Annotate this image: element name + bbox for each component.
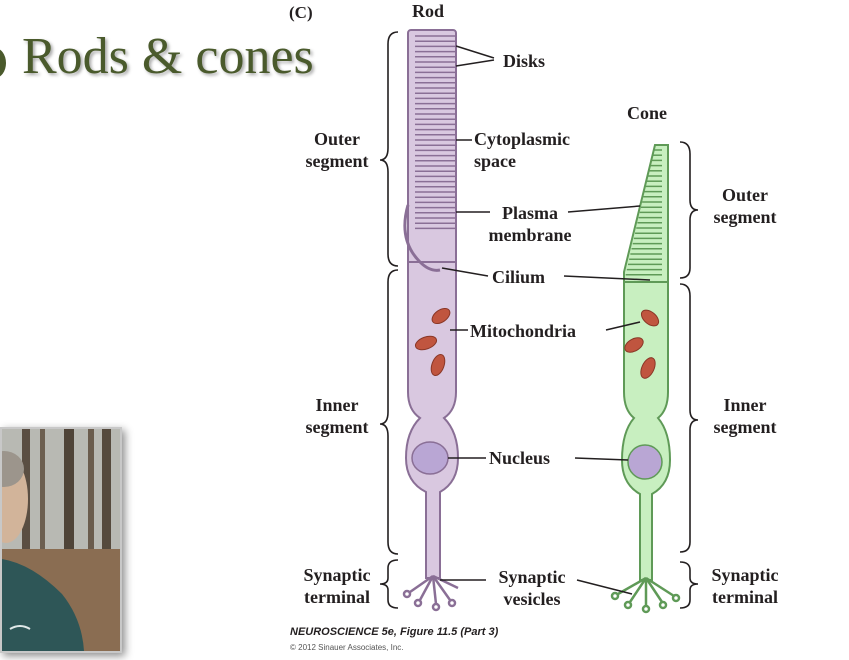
rod-cilium bbox=[403, 204, 441, 272]
title-bullet bbox=[0, 48, 6, 78]
cone-synaptic-terminal-label: Synaptic terminal bbox=[711, 565, 779, 607]
rod-title: Rod bbox=[412, 1, 445, 21]
leader-lines bbox=[440, 45, 651, 595]
rod-synaptic-terminal bbox=[402, 574, 459, 612]
webcam-video bbox=[0, 427, 122, 653]
figure-caption: NEUROSCIENCE 5e, Figure 11.5 (Part 3) bbox=[290, 626, 499, 638]
rod-mitochondrion bbox=[430, 353, 446, 377]
rod-cell bbox=[402, 29, 460, 612]
cone-mitochondrion bbox=[624, 337, 644, 353]
rod-mitochondrion bbox=[414, 335, 438, 351]
cone-inner-segment bbox=[620, 281, 672, 581]
cone-lamellae bbox=[625, 149, 662, 276]
cone-outer-segment-label: Outer segment bbox=[713, 185, 777, 227]
rod-disks bbox=[415, 35, 456, 230]
rod-inner-segment bbox=[404, 261, 460, 579]
label-cytoplasmic-space: Cytoplasmic space bbox=[474, 129, 570, 171]
label-disks: Disks bbox=[503, 51, 546, 71]
label-nucleus: Nucleus bbox=[489, 448, 551, 468]
label-cilium: Cilium bbox=[492, 267, 546, 287]
cone-synaptic-terminal bbox=[610, 576, 681, 614]
rod-inner-segment-label: Inner segment bbox=[305, 395, 369, 437]
slide-title: Rods & cones bbox=[22, 28, 314, 85]
cone-mitochondrion bbox=[640, 309, 660, 327]
rod-synaptic-terminal-label: Synaptic terminal bbox=[303, 565, 371, 607]
copyright-notice: © 2012 Sinauer Associates, Inc. bbox=[290, 643, 404, 652]
cone-mitochondrion bbox=[640, 357, 656, 379]
rod-nucleus bbox=[411, 441, 449, 475]
label-plasma-membrane: Plasma membrane bbox=[488, 203, 572, 245]
cone-nucleus bbox=[627, 444, 663, 480]
panel-label: (C) bbox=[289, 3, 313, 22]
rod-mitochondrion bbox=[431, 307, 451, 325]
cone-inner-segment-label: Inner segment bbox=[713, 395, 777, 437]
label-mitochondria: Mitochondria bbox=[470, 321, 576, 341]
cone-cell bbox=[610, 144, 681, 614]
rod-outer-segment bbox=[407, 29, 457, 267]
braces bbox=[379, 31, 699, 609]
cone-title: Cone bbox=[627, 103, 667, 123]
rod-outer-segment-label: Outer segment bbox=[305, 129, 369, 171]
label-synaptic-vesicles: Synaptic vesicles bbox=[498, 567, 566, 609]
